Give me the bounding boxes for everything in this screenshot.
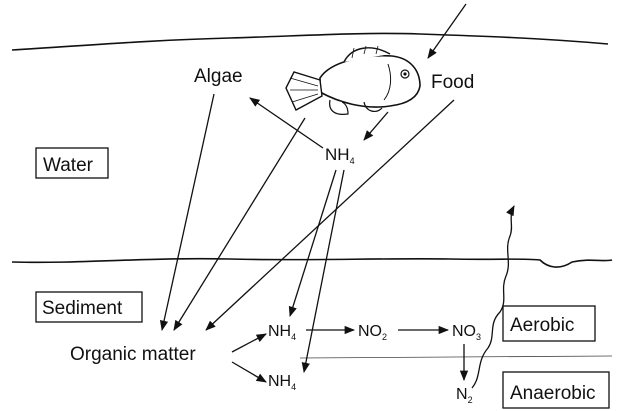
arrow-n2-escape [472, 206, 514, 388]
nh4-water-label: NH4 [325, 145, 355, 166]
food-label: Food [431, 72, 474, 93]
arrow-food-input [428, 4, 466, 58]
water-label: Water [43, 155, 94, 176]
arrow-nh4-to-algae [250, 98, 323, 148]
anaerobic-label: Anaerobic [510, 383, 596, 404]
fish-icon [286, 46, 420, 114]
arrow-fish-to-nh4 [364, 112, 388, 140]
sediment-label: Sediment [42, 298, 123, 319]
organic-matter-label: Organic matter [70, 344, 196, 365]
aerobic-label: Aerobic [510, 315, 574, 336]
n2-label: N2 [456, 386, 473, 405]
water-surface-line [12, 33, 608, 50]
aerobic-anaerobic-divider [300, 356, 612, 358]
sediment-interface-line [12, 259, 612, 267]
arrow-organic-to-nh4-lower [232, 362, 266, 382]
arrow-algae-to-organic [162, 94, 214, 330]
nh4-sediment-upper-label: NH4 [268, 323, 296, 342]
nh4-sediment-lower-label: NH4 [268, 373, 296, 392]
no2-label: NO2 [358, 323, 387, 342]
arrow-organic-to-nh4-upper [232, 334, 266, 352]
algae-label: Algae [194, 66, 243, 87]
arrow-nh4-water-to-sediment-lower [304, 170, 344, 372]
arrow-food-to-organic [206, 100, 454, 330]
no3-label: NO3 [452, 323, 481, 342]
